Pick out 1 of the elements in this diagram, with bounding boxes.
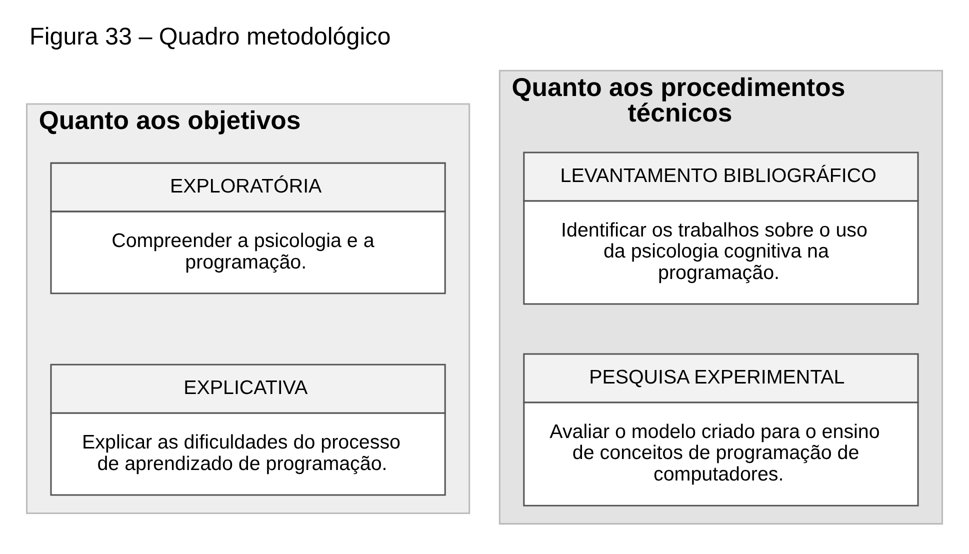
diagram-title: Figura 33 – Quadro metodológico [30,23,391,50]
